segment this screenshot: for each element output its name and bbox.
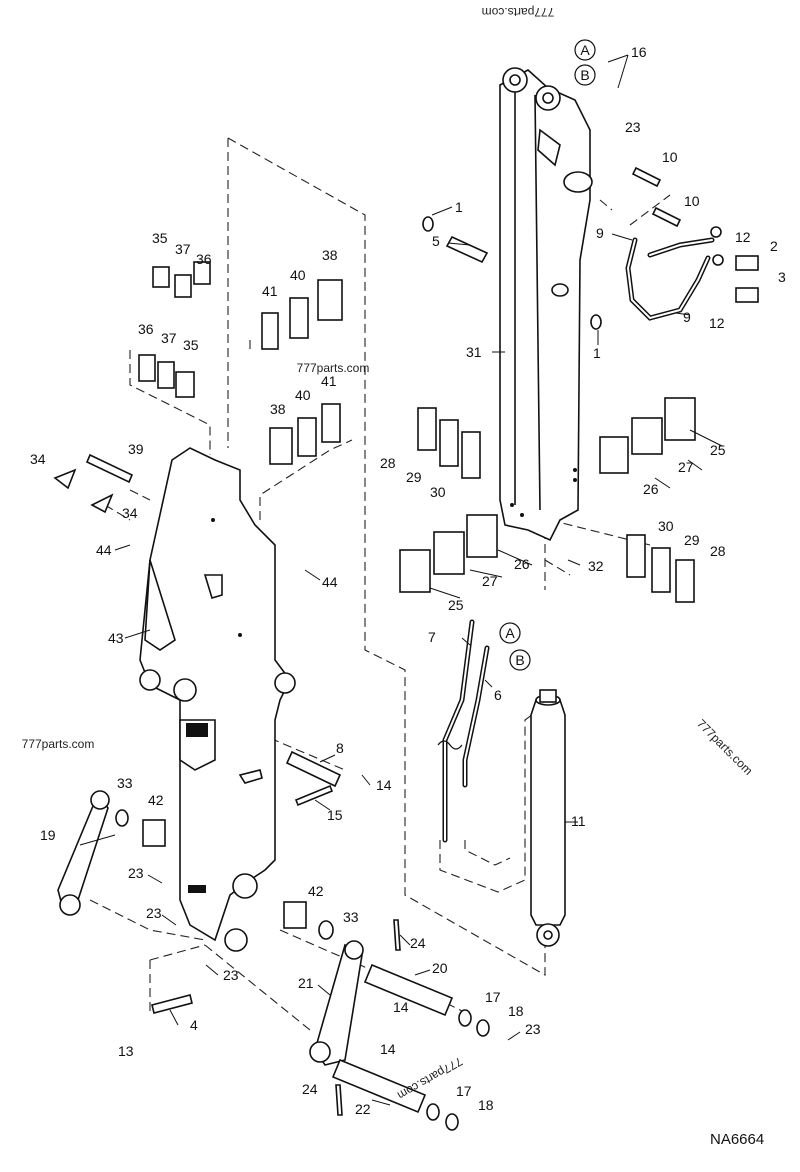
callout: 37 xyxy=(161,330,177,346)
hoses-9 xyxy=(625,237,715,321)
callout: 3 xyxy=(778,269,786,285)
callout: 27 xyxy=(482,573,498,589)
callout: 31 xyxy=(466,344,482,360)
callout: 23 xyxy=(525,1021,541,1037)
callout: 36 xyxy=(196,251,212,267)
boom xyxy=(139,447,296,952)
callout: 10 xyxy=(684,193,700,209)
callout: 44 xyxy=(96,542,112,558)
watermark-right: 777parts.com xyxy=(694,717,755,778)
plates-and-small-parts xyxy=(53,166,759,1131)
callout: 23 xyxy=(128,865,144,881)
callout: 33 xyxy=(343,909,359,925)
callout: 9 xyxy=(596,225,604,241)
callout: 27 xyxy=(678,459,694,475)
callout: 30 xyxy=(658,518,674,534)
marker-a-top: A xyxy=(580,42,590,58)
callout: 2 xyxy=(770,238,778,254)
callout: 22 xyxy=(355,1101,371,1117)
callout: 32 xyxy=(588,558,604,574)
callout: 40 xyxy=(290,267,306,283)
callout: 43 xyxy=(108,630,124,646)
callouts: 16 23 10 10 1 9 12 2 5 3 9 12 1 31 35 37… xyxy=(30,44,786,1117)
callout: 14 xyxy=(393,999,409,1015)
callout: 35 xyxy=(183,337,199,353)
callout: 30 xyxy=(430,484,446,500)
callout: 15 xyxy=(327,807,343,823)
callout: 21 xyxy=(298,975,314,991)
cylinder xyxy=(530,689,566,947)
callout: 9 xyxy=(683,309,691,325)
callout: 34 xyxy=(30,451,46,467)
callout: 23 xyxy=(146,905,162,921)
assembly-lines xyxy=(89,137,671,1031)
figure-code: NA6664 xyxy=(710,1131,764,1148)
callout: 41 xyxy=(321,373,337,389)
callout: 41 xyxy=(262,283,278,299)
marker-b-bottom: B xyxy=(515,652,524,668)
leader-lines xyxy=(79,54,723,1106)
callout: 23 xyxy=(223,967,239,983)
callout: 29 xyxy=(684,532,700,548)
callout: 7 xyxy=(428,629,436,645)
callout: 5 xyxy=(432,233,440,249)
watermark-bottom: 777parts.com xyxy=(395,1054,465,1102)
marker-a-bottom: A xyxy=(505,625,515,641)
watermark-top: 777parts.com xyxy=(482,5,555,19)
callout: 1 xyxy=(455,199,463,215)
callout: 1 xyxy=(593,345,601,361)
callout: 26 xyxy=(643,481,659,497)
callout: 39 xyxy=(128,441,144,457)
callout: 38 xyxy=(270,401,286,417)
callout: 38 xyxy=(322,247,338,263)
callout: 35 xyxy=(152,230,168,246)
callout: 23 xyxy=(625,119,641,135)
callout: 33 xyxy=(117,775,133,791)
callout: 11 xyxy=(571,813,586,829)
callout: 12 xyxy=(709,315,725,331)
callout: 42 xyxy=(308,883,324,899)
watermark-left: 777parts.com xyxy=(22,737,95,751)
watermark-mid: 777parts.com xyxy=(297,361,370,375)
connector-markers: A B A B xyxy=(499,39,596,671)
callout: 18 xyxy=(478,1097,494,1113)
callout: 42 xyxy=(148,792,164,808)
callout: 19 xyxy=(40,827,56,843)
callout: 14 xyxy=(376,777,392,793)
hoses-6-7 xyxy=(437,619,490,843)
callout: 29 xyxy=(406,469,422,485)
callout: 12 xyxy=(735,229,751,245)
callout: 18 xyxy=(508,1003,524,1019)
callout: 36 xyxy=(138,321,154,337)
callout: 4 xyxy=(190,1017,198,1033)
callout: 25 xyxy=(448,597,464,613)
marker-b-top: B xyxy=(580,67,589,83)
callout: 17 xyxy=(485,989,501,1005)
callout: 28 xyxy=(710,543,726,559)
dipper-arm xyxy=(499,67,593,542)
callout: 26 xyxy=(514,556,530,572)
callout: 20 xyxy=(432,960,448,976)
callout: 28 xyxy=(380,455,396,471)
callout: 8 xyxy=(336,740,344,756)
callout: 37 xyxy=(175,241,191,257)
callout: 24 xyxy=(410,935,426,951)
callout: 14 xyxy=(380,1041,396,1057)
callout: 40 xyxy=(295,387,311,403)
callout: 24 xyxy=(302,1081,318,1097)
callout: 16 xyxy=(631,44,647,60)
callout: 44 xyxy=(322,574,338,590)
callout: 17 xyxy=(456,1083,472,1099)
callout: 10 xyxy=(662,149,678,165)
callout: 13 xyxy=(118,1043,134,1059)
callout: 25 xyxy=(710,442,726,458)
callout: 6 xyxy=(494,687,502,703)
callout: 34 xyxy=(122,505,138,521)
